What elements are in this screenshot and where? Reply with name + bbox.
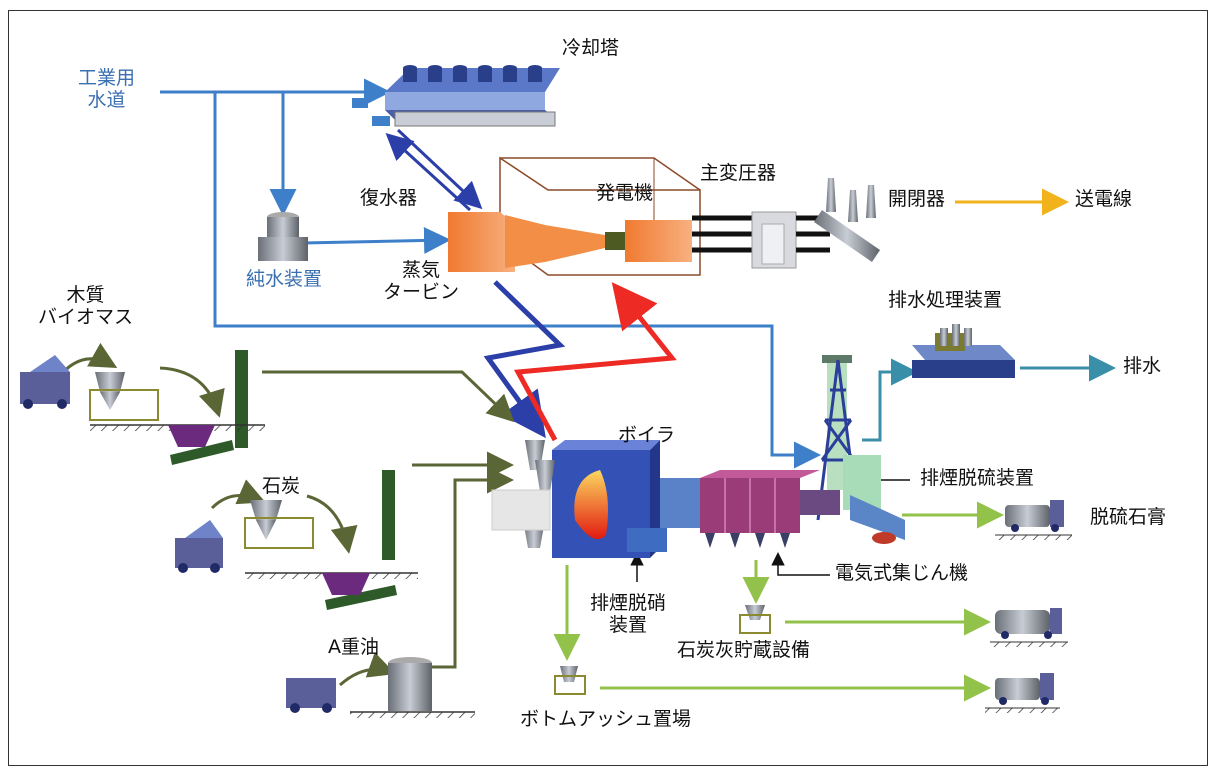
wastewater-lines <box>862 354 1116 442</box>
heavy-oil-a-label: A重油 <box>328 636 379 658</box>
gypsum-truck <box>995 500 1072 540</box>
industrial-water-label: 工業用 水道 <box>78 67 136 112</box>
generator-label: 発電機 <box>596 182 654 204</box>
main-steam-line <box>513 282 677 442</box>
wastewater-treatment-label: 排水処理装置 <box>888 289 1003 311</box>
wastewater-label: 排水 <box>1123 355 1162 377</box>
turbine-generator <box>448 156 770 276</box>
electrostatic-precipitator <box>660 470 840 548</box>
woody-biomass-label-line2: バイオマス <box>38 305 134 328</box>
biomass-station <box>20 355 265 447</box>
transmission-line-label: 送電線 <box>1075 188 1133 210</box>
boiler-label: ボイラ <box>618 424 676 446</box>
steam-turbine-label: 蒸気 タービン <box>383 259 460 304</box>
flue-gas-denitration-label-line1: 排煙脱硝 <box>590 592 667 614</box>
industrial-water-label-line1: 工業用 <box>78 67 136 89</box>
flue-gas-denitration-label: 排煙脱硝 装置 <box>590 592 667 637</box>
main-transformer <box>751 211 830 269</box>
coal-ash-truck <box>990 608 1068 647</box>
electrostatic-precipitator-label: 電気式集じん機 <box>835 562 969 584</box>
fuel-lines <box>56 342 515 687</box>
coal-label: 石炭 <box>262 475 301 497</box>
ash-hoppers <box>554 605 771 695</box>
coal-station <box>175 500 418 595</box>
coal-ash-storage-label: 石炭灰貯蔵設備 <box>677 639 811 661</box>
pure-water-device <box>258 212 308 261</box>
fuel-conveyors <box>170 350 397 610</box>
switchgear-label: 開閉器 <box>888 188 946 210</box>
cooling-tower <box>352 65 560 127</box>
main-transformer-label: 主変圧器 <box>700 162 777 184</box>
flue-gas-desulfurization-label: 排煙脱硫装置 <box>920 467 1035 489</box>
flue-gas-denitration-label-line2: 装置 <box>609 613 648 636</box>
woody-biomass-label: 木質 バイオマス <box>38 284 134 329</box>
ash-trucks <box>985 500 1072 713</box>
bottom-ash-truck <box>985 673 1060 713</box>
steam-turbine-label-line1: 蒸気 <box>402 259 441 281</box>
pure-water-device-label: 純水装置 <box>246 268 323 290</box>
ash-lines <box>553 501 1004 702</box>
condenser-label: 復水器 <box>360 187 418 209</box>
industrial-water-lines <box>160 78 821 469</box>
desulfurized-gypsum-label: 脱硫石膏 <box>1090 506 1167 528</box>
stack-tower <box>816 355 905 544</box>
heavy-oil-station <box>286 657 475 718</box>
woody-biomass-label-line1: 木質 <box>66 284 105 306</box>
steam-turbine-label-line2: タービン <box>383 280 460 303</box>
boiler <box>491 440 667 558</box>
cooling-tower-label: 冷却塔 <box>562 37 620 59</box>
switchgear <box>814 178 880 262</box>
bottom-ash-yard-label: ボトムアッシュ置場 <box>520 708 692 730</box>
cooling-water-lines <box>385 128 483 212</box>
wastewater-treatment-device <box>912 324 1015 378</box>
industrial-water-label-line2: 水道 <box>87 88 126 111</box>
